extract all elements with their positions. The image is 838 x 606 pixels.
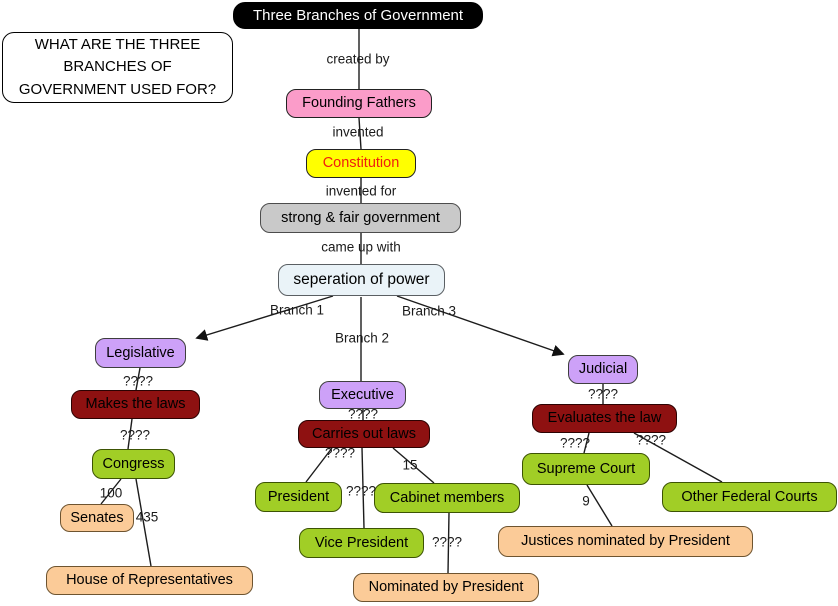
edge-line-legislative-makes [135, 367, 141, 391]
node-judicial[interactable]: Judicial [568, 355, 638, 384]
edge-label-unknown-vice-president: ???? [345, 483, 377, 499]
node-other-federal-courts[interactable]: Other Federal Courts [662, 482, 837, 512]
edge-label-unknown-nominated: ???? [431, 534, 463, 550]
edge-line-cabinet-nominated [447, 512, 450, 574]
node-strong-fair-government[interactable]: strong & fair government [260, 203, 461, 233]
edge-line-carries-president [305, 447, 333, 483]
node-founding-fathers[interactable]: Founding Fathers [286, 89, 432, 118]
edge-label-unknown-other-courts: ???? [635, 432, 667, 448]
node-makes-the-laws[interactable]: Makes the laws [71, 390, 200, 419]
node-constitution[interactable]: Constitution [306, 149, 416, 178]
edge-line-congress-senates [100, 478, 122, 505]
node-question[interactable]: WHAT ARE THE THREE BRANCHES OF GOVERNMEN… [2, 32, 233, 103]
node-title[interactable]: Three Branches of Government [233, 2, 483, 29]
node-congress[interactable]: Congress [92, 449, 175, 479]
node-legislative[interactable]: Legislative [95, 338, 186, 368]
node-cabinet-members[interactable]: Cabinet members [374, 483, 520, 513]
edge-label-branch-1: Branch 1 [269, 302, 325, 318]
question-text: WHAT ARE THE THREE BRANCHES OF GOVERNMEN… [18, 35, 217, 98]
edge-label-invented-for: invented for [325, 183, 397, 199]
edge-label-invented: invented [332, 124, 384, 140]
edge-label-unknown-supreme: ???? [559, 435, 591, 451]
edge-line-carries-vicepresident [361, 447, 365, 529]
node-justices-nominated[interactable]: Justices nominated by President [498, 526, 753, 557]
edge-line-founding-constitution [358, 117, 362, 150]
edge-label-100: 100 [99, 485, 123, 501]
edge-label-branch-2: Branch 2 [334, 330, 390, 346]
edge-line-evaluates-supreme [583, 432, 590, 454]
edge-label-unknown-makes: ???? [119, 427, 151, 443]
edge-label-branch-3: Branch 3 [401, 303, 457, 319]
node-president[interactable]: President [255, 482, 342, 512]
edge-line-supreme-justices [586, 484, 613, 527]
edge-line-branch1 [195, 295, 334, 341]
edge-line-branch3 [396, 295, 565, 357]
node-house-of-representatives[interactable]: House of Representatives [46, 566, 253, 595]
edge-label-15: 15 [402, 457, 418, 473]
node-supreme-court[interactable]: Supreme Court [522, 453, 650, 485]
node-vice-president[interactable]: Vice President [299, 528, 424, 558]
node-executive[interactable]: Executive [319, 381, 406, 409]
node-separation-of-power[interactable]: seperation of power [278, 264, 445, 296]
edge-label-came-up-with: came up with [321, 239, 401, 255]
edge-label-unknown-executive: ???? [347, 406, 379, 422]
edge-label-9: 9 [582, 493, 590, 509]
node-evaluates-the-law[interactable]: Evaluates the law [532, 404, 677, 433]
edge-line-carries-cabinet [392, 447, 435, 484]
node-senates[interactable]: Senates [60, 504, 134, 532]
edge-line-makes-congress [127, 418, 133, 450]
edge-line-congress-house [135, 478, 152, 567]
edge-line-evaluates-othercourts [633, 432, 723, 483]
edge-label-unknown-president: ???? [324, 445, 356, 461]
node-nominated-by-president[interactable]: Nominated by President [353, 573, 539, 602]
edge-label-created-by: created by [326, 51, 390, 67]
node-carries-out-laws[interactable]: Carries out laws [298, 420, 430, 448]
edge-label-unknown-legislative: ???? [122, 373, 154, 389]
edge-label-435: 435 [135, 509, 159, 525]
edge-label-unknown-judicial: ???? [587, 386, 619, 402]
